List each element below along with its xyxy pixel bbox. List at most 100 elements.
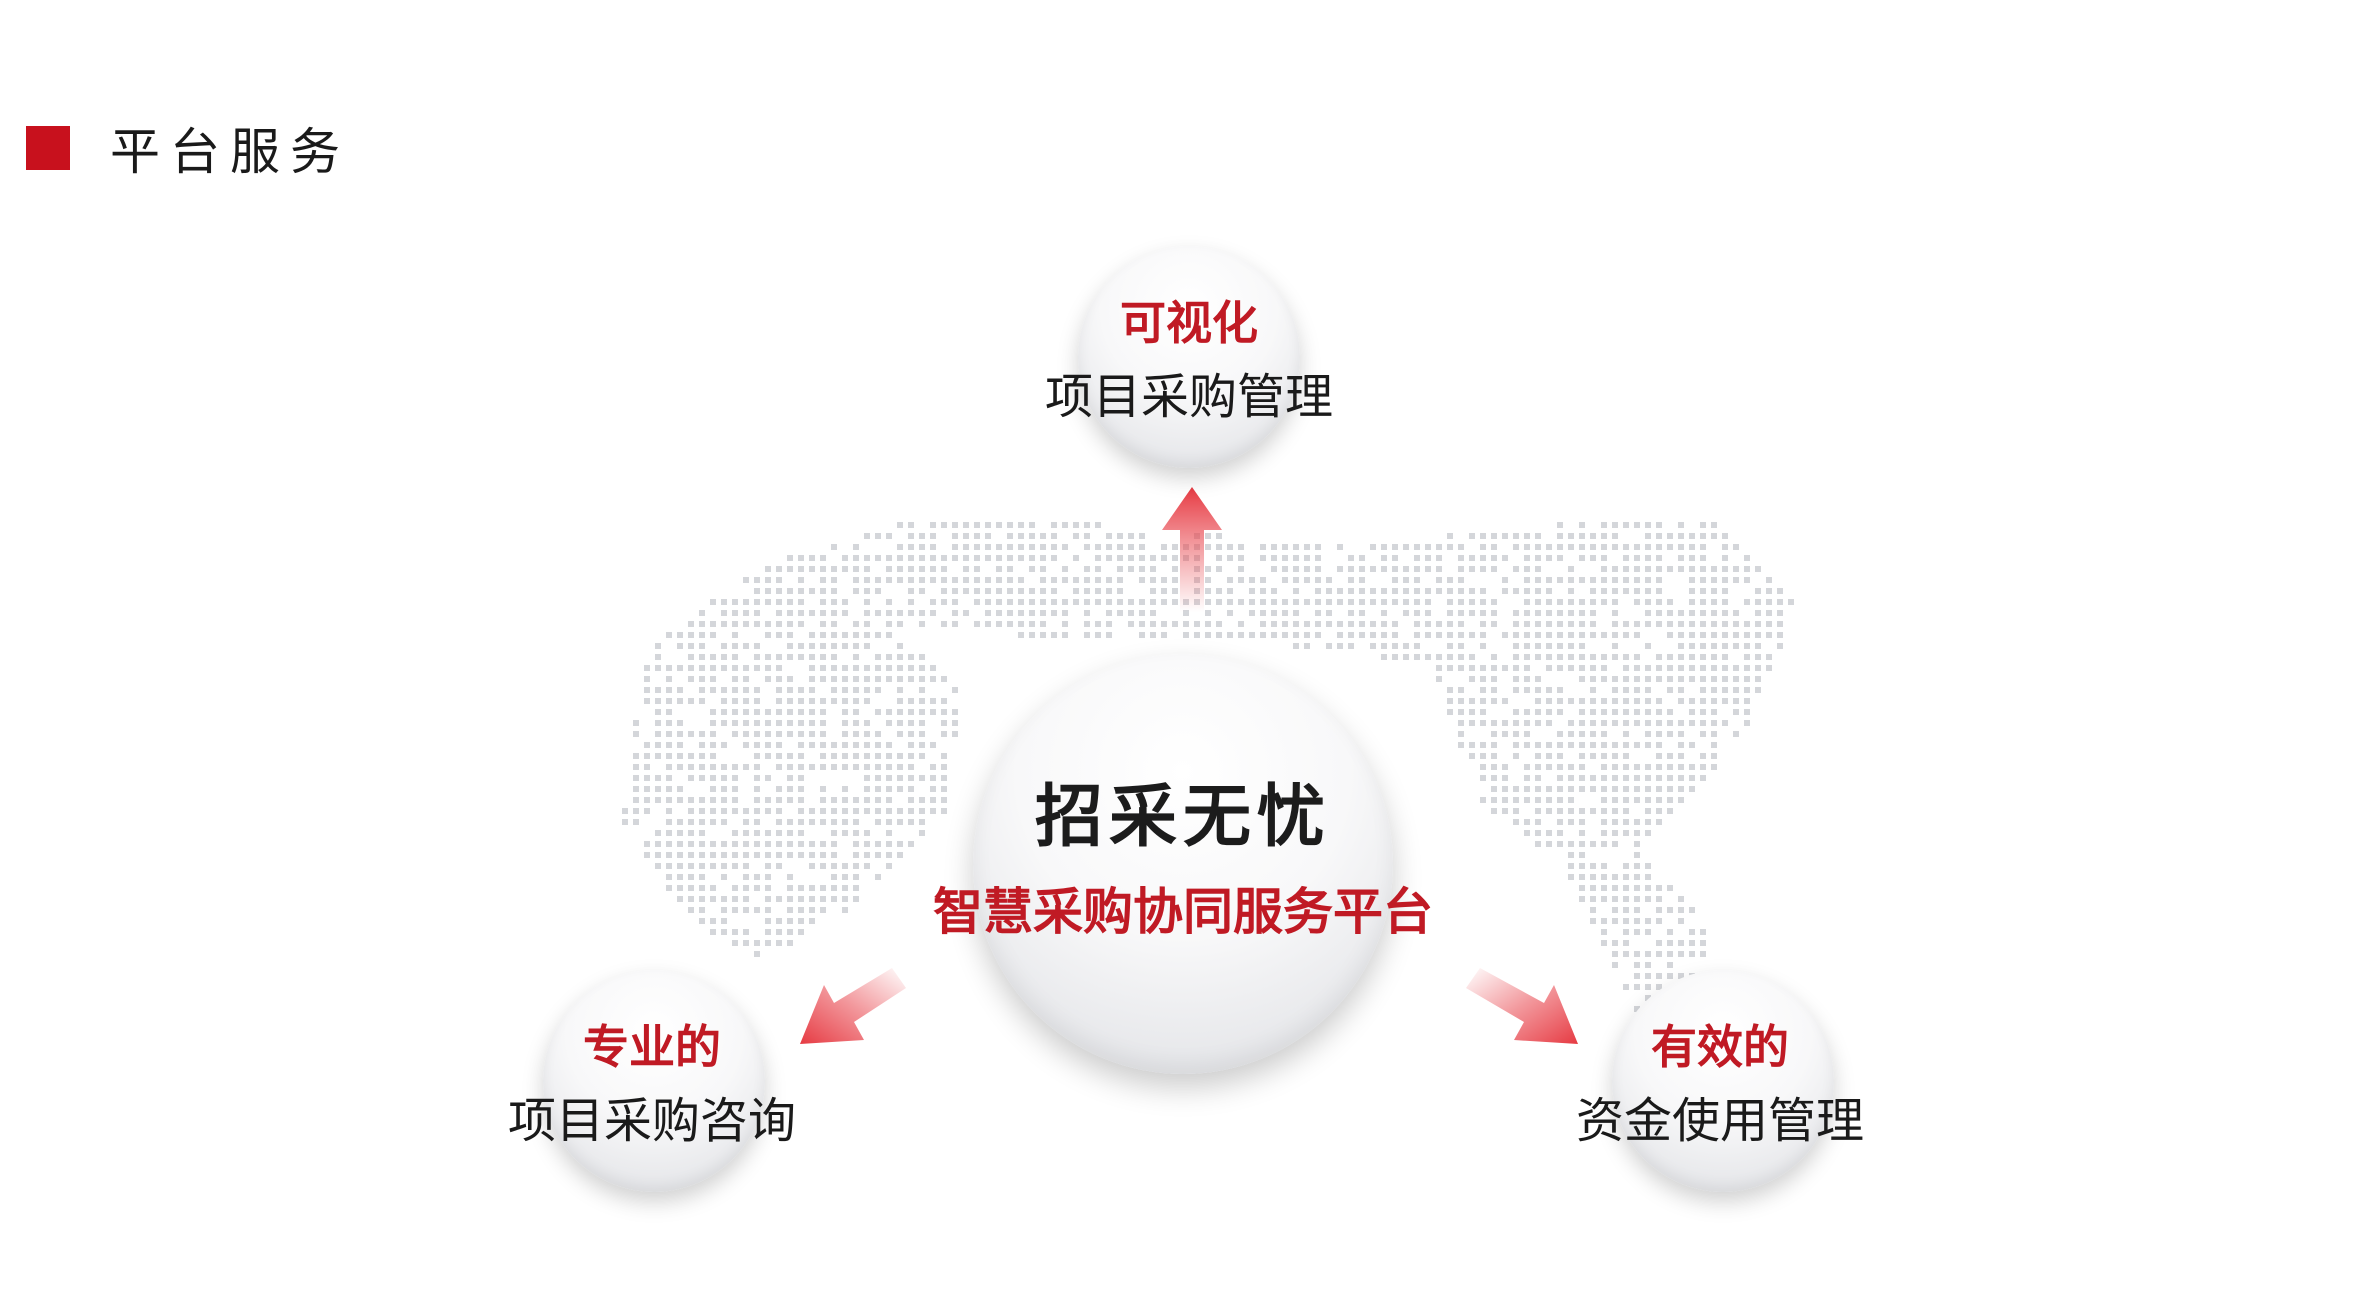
map-dot (688, 819, 694, 825)
map-dot (1656, 984, 1662, 990)
map-dot (1656, 742, 1662, 748)
map-dot (787, 819, 793, 825)
map-dot (1711, 742, 1717, 748)
map-dot (1656, 588, 1662, 594)
map-dot (1755, 599, 1761, 605)
map-dot (831, 588, 837, 594)
map-dot (1546, 808, 1552, 814)
map-dot (1403, 643, 1409, 649)
map-dot (985, 522, 991, 528)
map-dot (864, 687, 870, 693)
map-dot (776, 786, 782, 792)
map-dot (842, 687, 848, 693)
map-dot (1656, 907, 1662, 913)
map-dot (1480, 588, 1486, 594)
map-dot (798, 720, 804, 726)
map-dot (688, 643, 694, 649)
map-dot (1293, 555, 1299, 561)
map-dot (1645, 544, 1651, 550)
map-dot (853, 654, 859, 660)
map-dot (1623, 929, 1629, 935)
map-dot (1238, 544, 1244, 550)
map-dot (1227, 588, 1233, 594)
map-dot (875, 808, 881, 814)
map-dot (743, 940, 749, 946)
map-dot (908, 753, 914, 759)
map-dot (1777, 588, 1783, 594)
map-dot (864, 698, 870, 704)
map-dot (1656, 797, 1662, 803)
map-dot (1392, 632, 1398, 638)
map-dot (1535, 797, 1541, 803)
map-dot (864, 808, 870, 814)
map-dot (1304, 555, 1310, 561)
map-dot (1645, 566, 1651, 572)
map-dot (1634, 907, 1640, 913)
map-dot (1612, 907, 1618, 913)
map-dot (919, 709, 925, 715)
map-dot (732, 621, 738, 627)
map-dot (1645, 918, 1651, 924)
map-dot (1711, 566, 1717, 572)
map-dot (798, 643, 804, 649)
map-dot (1150, 555, 1156, 561)
map-dot (699, 797, 705, 803)
map-dot (787, 885, 793, 891)
map-dot (1513, 720, 1519, 726)
map-dot (941, 797, 947, 803)
map-dot (886, 709, 892, 715)
map-dot (1029, 555, 1035, 561)
map-dot (1667, 951, 1673, 957)
map-dot (1348, 610, 1354, 616)
map-dot (732, 786, 738, 792)
map-dot (908, 555, 914, 561)
map-dot (699, 610, 705, 616)
map-dot (864, 797, 870, 803)
map-dot (1139, 555, 1145, 561)
map-dot (688, 753, 694, 759)
map-dot (710, 841, 716, 847)
map-dot (1491, 566, 1497, 572)
map-dot (1447, 599, 1453, 605)
map-dot (644, 742, 650, 748)
map-dot (1667, 533, 1673, 539)
map-dot (886, 841, 892, 847)
map-dot (930, 764, 936, 770)
map-dot (1480, 720, 1486, 726)
map-dot (1590, 841, 1596, 847)
map-dot (677, 643, 683, 649)
map-dot (1095, 588, 1101, 594)
map-dot (1634, 786, 1640, 792)
map-dot (1700, 566, 1706, 572)
map-dot (809, 720, 815, 726)
map-dot (1491, 698, 1497, 704)
map-dot (1568, 533, 1574, 539)
map-dot (1557, 665, 1563, 671)
map-dot (1447, 654, 1453, 660)
map-dot (1062, 566, 1068, 572)
map-dot (1579, 830, 1585, 836)
map-dot (1271, 599, 1277, 605)
map-dot (1502, 808, 1508, 814)
map-dot (798, 654, 804, 660)
map-dot (1623, 885, 1629, 891)
map-dot (842, 566, 848, 572)
map-dot (1018, 621, 1024, 627)
map-dot (1304, 544, 1310, 550)
map-dot (1645, 951, 1651, 957)
map-dot (1469, 533, 1475, 539)
map-dot (853, 698, 859, 704)
map-dot (721, 775, 727, 781)
map-dot (1150, 588, 1156, 594)
map-dot (1601, 654, 1607, 660)
map-dot (1612, 874, 1618, 880)
map-dot (776, 610, 782, 616)
map-dot (798, 918, 804, 924)
map-dot (897, 654, 903, 660)
map-dot (765, 588, 771, 594)
map-dot (743, 841, 749, 847)
map-dot (754, 709, 760, 715)
map-dot (1700, 764, 1706, 770)
map-dot (666, 852, 672, 858)
map-dot (776, 808, 782, 814)
